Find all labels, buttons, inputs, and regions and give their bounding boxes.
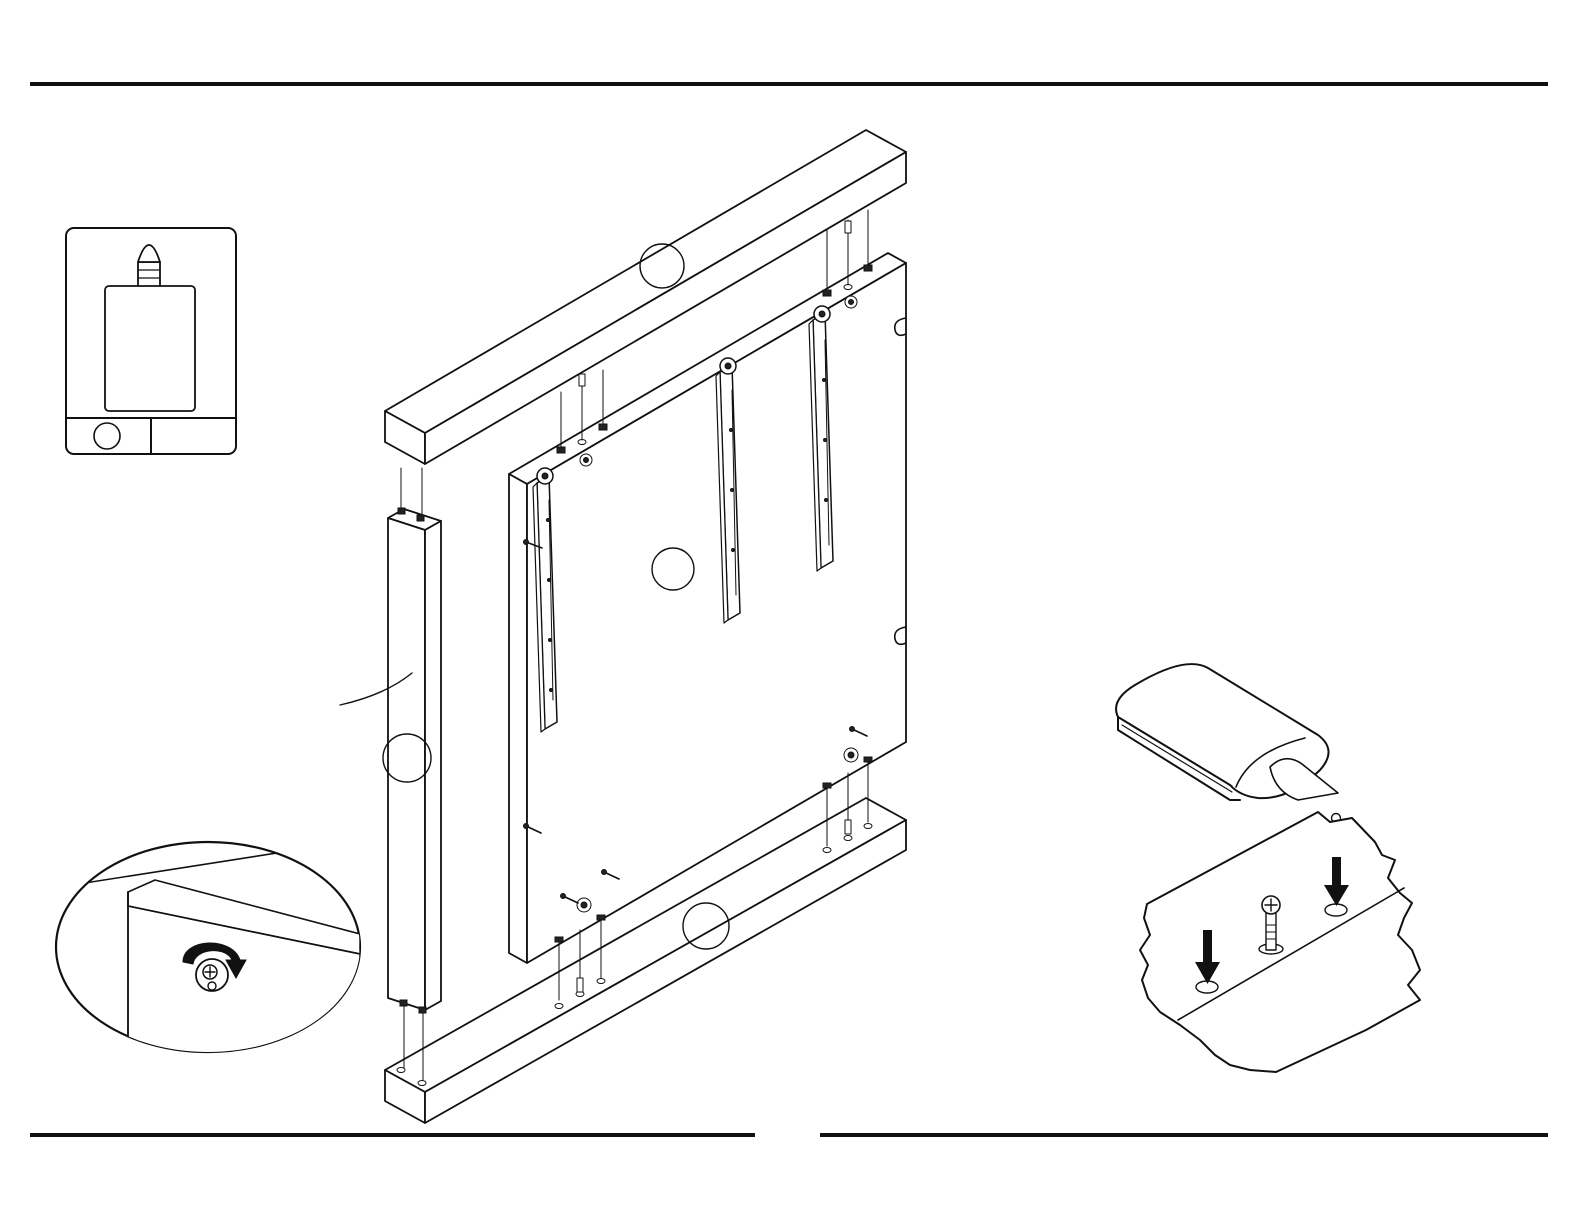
- dowel-icon: [400, 1000, 407, 1006]
- dowel-icon: [864, 210, 872, 271]
- cam-lock: [844, 748, 858, 762]
- cam-bolt-icon: [845, 773, 851, 834]
- dowel-icon: [398, 508, 405, 514]
- cam-lock-detail: [40, 840, 360, 1060]
- tool-box: [66, 228, 236, 454]
- glue-detail: [1116, 664, 1420, 1072]
- tool-box-quantity-callout: [94, 423, 120, 449]
- side-post: [340, 468, 441, 1080]
- cam-lock: [580, 454, 592, 466]
- cam-lock: [845, 296, 857, 308]
- dowel-icon: [417, 515, 424, 521]
- cam-bolt-icon: [196, 959, 228, 991]
- dowel-icon: [419, 1007, 426, 1013]
- cam-lock: [577, 898, 591, 912]
- glue-bottle-icon: [105, 245, 195, 411]
- glue-bottle-icon: [1116, 664, 1338, 800]
